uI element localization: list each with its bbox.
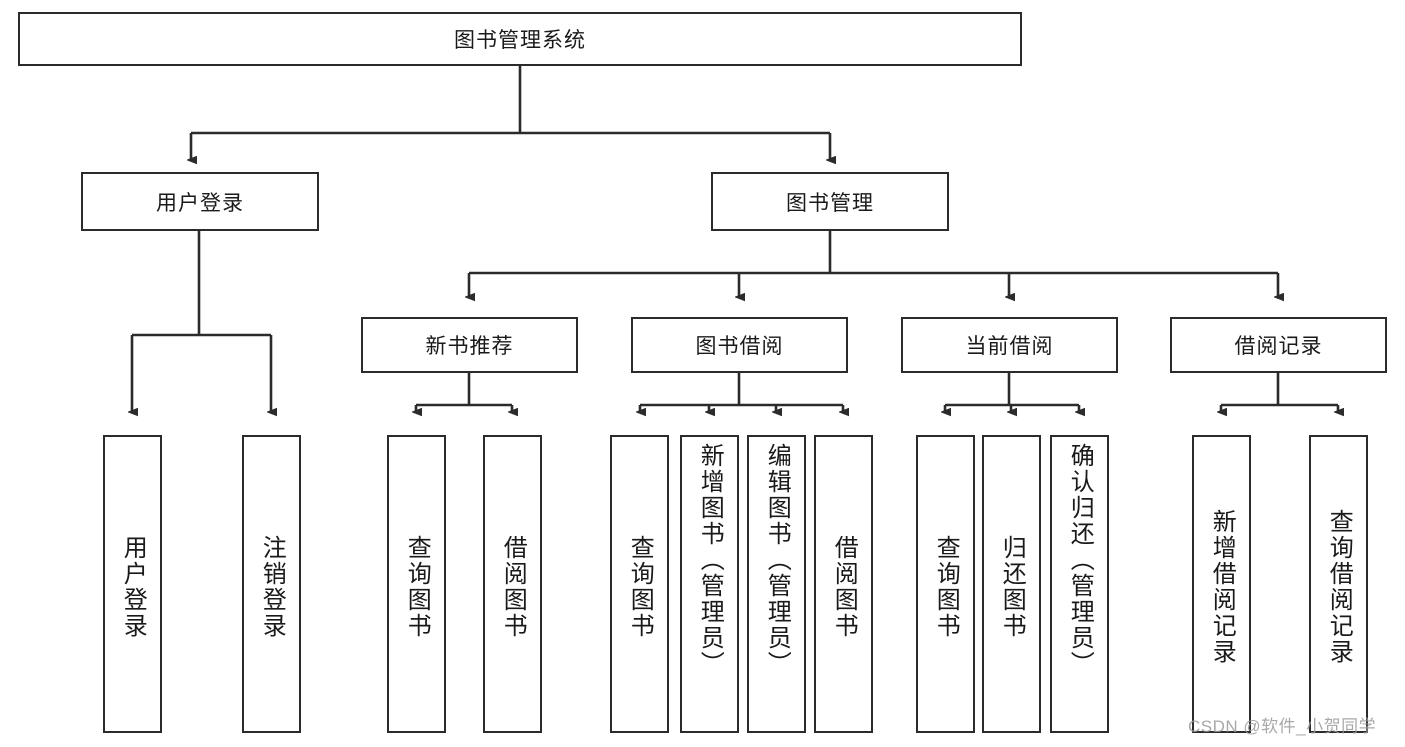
node-book-management[interactable]: 图书管理 (711, 172, 949, 231)
leaf-user-login-logout-label: 注销登录 (258, 535, 286, 639)
node-new-book-recommend[interactable]: 新书推荐 (361, 317, 578, 373)
leaf-text-wrap: 借阅图书 (485, 443, 540, 731)
node-borrow-record[interactable]: 借阅记录 (1170, 317, 1387, 373)
node-current-borrow-label: 当前借阅 (965, 335, 1054, 358)
leaf-record-query-record[interactable]: 查询借阅记录 (1309, 435, 1368, 733)
leaf-borrow-borrow-book-label: 借阅图书 (830, 535, 858, 639)
leaf-current-confirm-return-label: 确认归还（管理员） (1066, 443, 1094, 677)
leaf-text-wrap: 归还图书 (984, 443, 1039, 731)
leaf-text-wrap: 注销登录 (244, 443, 299, 731)
leaf-current-confirm-return[interactable]: 确认归还（管理员） (1050, 435, 1109, 733)
leaf-borrow-query-book[interactable]: 查询图书 (610, 435, 669, 733)
leaf-borrow-borrow-book[interactable]: 借阅图书 (814, 435, 873, 733)
leaf-record-add-record-label: 新增借阅记录 (1208, 509, 1236, 665)
leaf-borrow-edit-book-label: 编辑图书（管理员） (763, 443, 791, 677)
leaf-borrow-query-book-label: 查询图书 (626, 535, 654, 639)
leaf-user-login-login[interactable]: 用户登录 (103, 435, 162, 733)
leaf-text-wrap: 查询图书 (389, 443, 444, 731)
node-root-label: 图书管理系统 (454, 29, 586, 52)
node-book-borrow-label: 图书借阅 (695, 335, 784, 358)
node-borrow-record-label: 借阅记录 (1234, 335, 1323, 358)
node-current-borrow[interactable]: 当前借阅 (901, 317, 1118, 373)
leaf-borrow-edit-book[interactable]: 编辑图书（管理员） (747, 435, 806, 733)
leaf-record-add-record[interactable]: 新增借阅记录 (1192, 435, 1251, 733)
leaf-recommend-borrow-book-label: 借阅图书 (499, 535, 527, 639)
leaf-borrow-add-book-label: 新增图书（管理员） (696, 443, 724, 677)
leaf-text-wrap: 查询借阅记录 (1311, 443, 1366, 731)
node-book-management-label: 图书管理 (786, 191, 874, 215)
leaf-current-return-book[interactable]: 归还图书 (982, 435, 1041, 733)
leaf-user-login-login-label: 用户登录 (119, 535, 147, 639)
leaf-user-login-logout[interactable]: 注销登录 (242, 435, 301, 733)
leaf-recommend-query-book[interactable]: 查询图书 (387, 435, 446, 733)
node-new-book-recommend-label: 新书推荐 (425, 335, 514, 358)
node-book-borrow[interactable]: 图书借阅 (631, 317, 848, 373)
leaf-current-return-book-label: 归还图书 (998, 535, 1026, 639)
node-user-login[interactable]: 用户登录 (81, 172, 319, 231)
leaf-record-query-record-label: 查询借阅记录 (1325, 509, 1353, 665)
leaf-text-wrap: 编辑图书（管理员） (749, 443, 804, 731)
leaf-text-wrap: 确认归还（管理员） (1052, 443, 1107, 731)
leaf-text-wrap: 查询图书 (918, 443, 973, 731)
leaf-text-wrap: 查询图书 (612, 443, 667, 731)
csdn-watermark: CSDN @软件_小贺同学 (1188, 717, 1377, 736)
leaf-recommend-borrow-book[interactable]: 借阅图书 (483, 435, 542, 733)
leaf-current-query-book-label: 查询图书 (932, 535, 960, 639)
node-user-login-label: 用户登录 (156, 191, 244, 215)
leaf-current-query-book[interactable]: 查询图书 (916, 435, 975, 733)
leaf-borrow-add-book[interactable]: 新增图书（管理员） (680, 435, 739, 733)
leaf-recommend-query-book-label: 查询图书 (403, 535, 431, 639)
leaf-text-wrap: 用户登录 (105, 443, 160, 731)
node-root[interactable]: 图书管理系统 (18, 12, 1022, 66)
leaf-text-wrap: 新增借阅记录 (1194, 443, 1249, 731)
leaf-text-wrap: 借阅图书 (816, 443, 871, 731)
leaf-text-wrap: 新增图书（管理员） (682, 443, 737, 731)
